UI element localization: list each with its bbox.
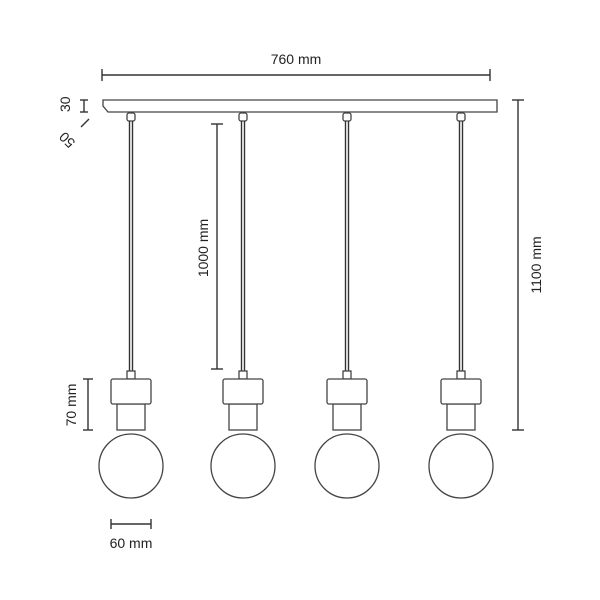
shade-width-label: 60 mm <box>110 535 153 551</box>
pendant-3 <box>314 112 380 499</box>
bulb <box>98 433 164 499</box>
pendant-4 <box>428 112 494 499</box>
pendant-2 <box>210 112 276 499</box>
total-height-dimension: 1100 mm <box>512 99 544 431</box>
cable-clamp <box>342 112 352 122</box>
cable-gland <box>238 370 248 380</box>
canopy-depth-label: 50 <box>56 129 78 151</box>
width-dimension: 760 mm <box>101 51 491 81</box>
cable-gland <box>456 370 466 380</box>
socket <box>116 403 146 431</box>
bulb <box>210 433 276 499</box>
ceiling-canopy <box>102 99 498 113</box>
cable-clamp <box>126 112 136 122</box>
shade-width-dimension: 60 mm <box>110 519 153 551</box>
canopy-dimension: 30 50 <box>56 96 90 151</box>
bulb <box>428 433 494 499</box>
cable-length-dimension: 1000 mm <box>195 123 223 370</box>
socket <box>228 403 258 431</box>
socket <box>332 403 362 431</box>
cable-length-label: 1000 mm <box>195 219 211 277</box>
cable-clamp <box>238 112 248 122</box>
cable-gland <box>126 370 136 380</box>
lamp-shade <box>110 378 152 405</box>
lamp-shade <box>440 378 482 405</box>
cable-gland <box>342 370 352 380</box>
cable-clamp <box>456 112 466 122</box>
canopy-height-label: 30 <box>57 96 73 112</box>
width-label: 760 mm <box>271 51 322 67</box>
pendant-1 <box>98 112 164 499</box>
pendants <box>98 112 494 499</box>
lamp-shade <box>222 378 264 405</box>
bulb <box>314 433 380 499</box>
shade-height-label: 70 mm <box>63 384 79 427</box>
socket <box>446 403 476 431</box>
shade-height-dimension: 70 mm <box>63 378 93 431</box>
lamp-shade <box>326 378 368 405</box>
total-height-label: 1100 mm <box>528 236 544 293</box>
